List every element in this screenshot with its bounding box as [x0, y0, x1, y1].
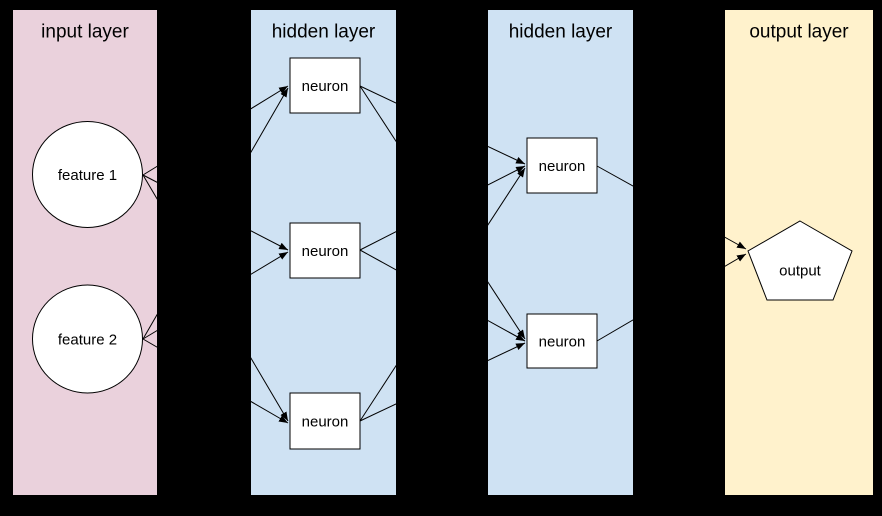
node-label-h2n2: neuron [539, 333, 586, 350]
node-h1n2 [289, 222, 361, 279]
node-label-h1n2: neuron [302, 243, 349, 260]
edge-h1n1-h2n2 [359, 85, 526, 340]
edge-feature1-h1n1 [142, 85, 289, 176]
layer-label-input: input layer [41, 22, 129, 43]
layer-label-output: output layer [749, 22, 849, 43]
edge-h2n1-output1 [596, 165, 747, 250]
layer-band-hidden2 [488, 10, 633, 495]
node-h1n3 [289, 392, 361, 450]
edge-h1n3-h2n2 [359, 342, 526, 422]
node-h2n1 [526, 137, 598, 194]
node-label-h2n1: neuron [539, 158, 586, 175]
edges-group [142, 85, 747, 424]
layer-label-hidden1: hidden layer [272, 22, 376, 43]
node-label-h1n1: neuron [302, 78, 349, 95]
edge-feature2-h1n3 [142, 338, 289, 424]
edge-h1n2-h2n2 [359, 249, 526, 342]
node-label-h1n3: neuron [302, 413, 349, 430]
edge-h2n2-output1 [596, 253, 747, 342]
layer-band-input [13, 10, 157, 495]
node-label-feature2: feature 2 [58, 331, 117, 348]
edge-feature2-h1n2 [142, 251, 289, 340]
edge-h1n3-h2n1 [359, 167, 526, 422]
node-label-feature1: feature 1 [58, 167, 117, 184]
layer-label-hidden2: hidden layer [509, 22, 613, 43]
edge-feature2-h1n1 [142, 87, 289, 340]
node-output1 [747, 220, 853, 301]
node-feature2 [32, 284, 143, 394]
edge-feature1-h1n3 [142, 174, 289, 422]
node-h1n1 [289, 57, 361, 114]
node-h2n2 [526, 313, 598, 369]
node-label-output1: output [779, 262, 822, 279]
edge-h1n2-h2n1 [359, 165, 526, 251]
edge-feature1-h1n2 [142, 174, 289, 251]
node-feature1 [32, 121, 143, 228]
edge-h1n1-h2n1 [359, 85, 526, 165]
nodes-group: feature 1 feature 2 neuron neuron neuron neur… [32, 57, 853, 450]
